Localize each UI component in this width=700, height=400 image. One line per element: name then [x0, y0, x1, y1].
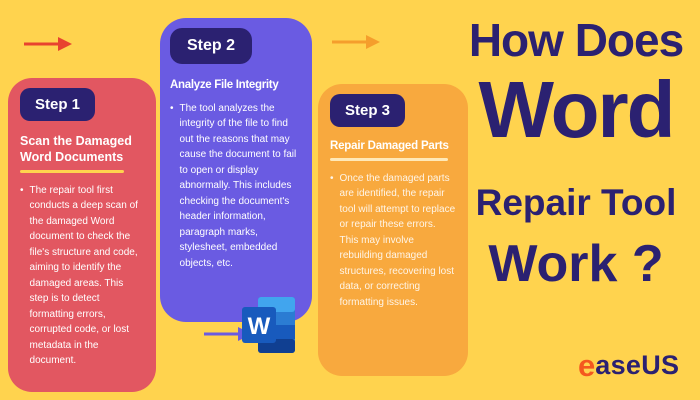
- step-2-body-text: The tool analyzes the integrity of the f…: [179, 102, 297, 269]
- step-2-title: Analyze File Integrity: [170, 79, 279, 91]
- step-3-body: Once the damaged parts are identified, t…: [330, 171, 456, 311]
- step-2-card: Step 2 Analyze File Integrity The tool a…: [160, 18, 312, 322]
- step-3-title: Repair Damaged Parts: [330, 140, 449, 152]
- step-1-body-text: The repair tool first conducts a deep sc…: [29, 184, 138, 367]
- step-2-badge: Step 2: [170, 28, 253, 64]
- step-2-body: The tool analyzes the integrity of the f…: [170, 101, 302, 272]
- bullet-dot: [20, 183, 24, 369]
- step-3-badge: Step 3: [330, 94, 406, 127]
- step-1-badge: Step 1: [20, 88, 96, 121]
- step-3-card: Step 3 Repair Damaged Parts Once the dam…: [318, 84, 468, 376]
- step-1-title: Scan the Damaged Word Documents: [20, 134, 132, 165]
- easeus-logo: e aseUS: [578, 350, 679, 381]
- step-3-body-text: Once the damaged parts are identified, t…: [339, 172, 456, 308]
- word-logo-icon: W: [242, 297, 295, 353]
- step-1-title-underline: [20, 169, 124, 173]
- orange-right-arrow-icon: [332, 35, 380, 49]
- step-1-card: Step 1 Scan the Damaged Word Documents T…: [8, 78, 156, 392]
- page-title: How Does Word Repair Tool Work ?: [452, 8, 700, 292]
- step-3-title-underline: [330, 157, 448, 161]
- headline-line-1: How Does: [468, 14, 684, 66]
- headline-line-4: Work ?: [488, 235, 664, 294]
- easeus-logo-text: aseUS: [595, 350, 680, 380]
- word-logo-letter: W: [248, 313, 271, 340]
- headline-line-2: Word: [478, 65, 676, 155]
- headline-line-3: Repair Tool: [475, 182, 677, 224]
- bullet-dot: [170, 101, 174, 272]
- step-1-body: The repair tool first conducts a deep sc…: [20, 183, 144, 369]
- bullet-dot: [330, 171, 334, 311]
- red-right-arrow-icon: [24, 37, 72, 51]
- easeus-logo-e-icon: e: [578, 348, 596, 383]
